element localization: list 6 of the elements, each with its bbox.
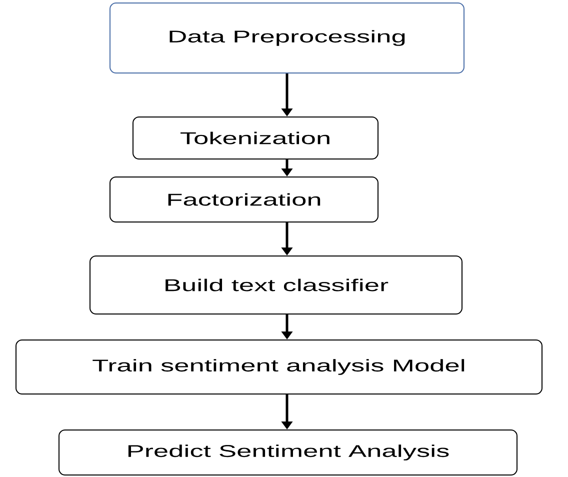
- process-box: Build text classifier: [90, 256, 462, 314]
- process-box: Predict Sentiment Analysis: [58, 430, 518, 476]
- process-box: Data Preprocessing: [110, 2, 464, 74]
- process-box: Train sentiment analysis Model: [16, 340, 542, 394]
- process-box: Factorization: [110, 176, 378, 222]
- process-box: Tokenization: [132, 116, 378, 160]
